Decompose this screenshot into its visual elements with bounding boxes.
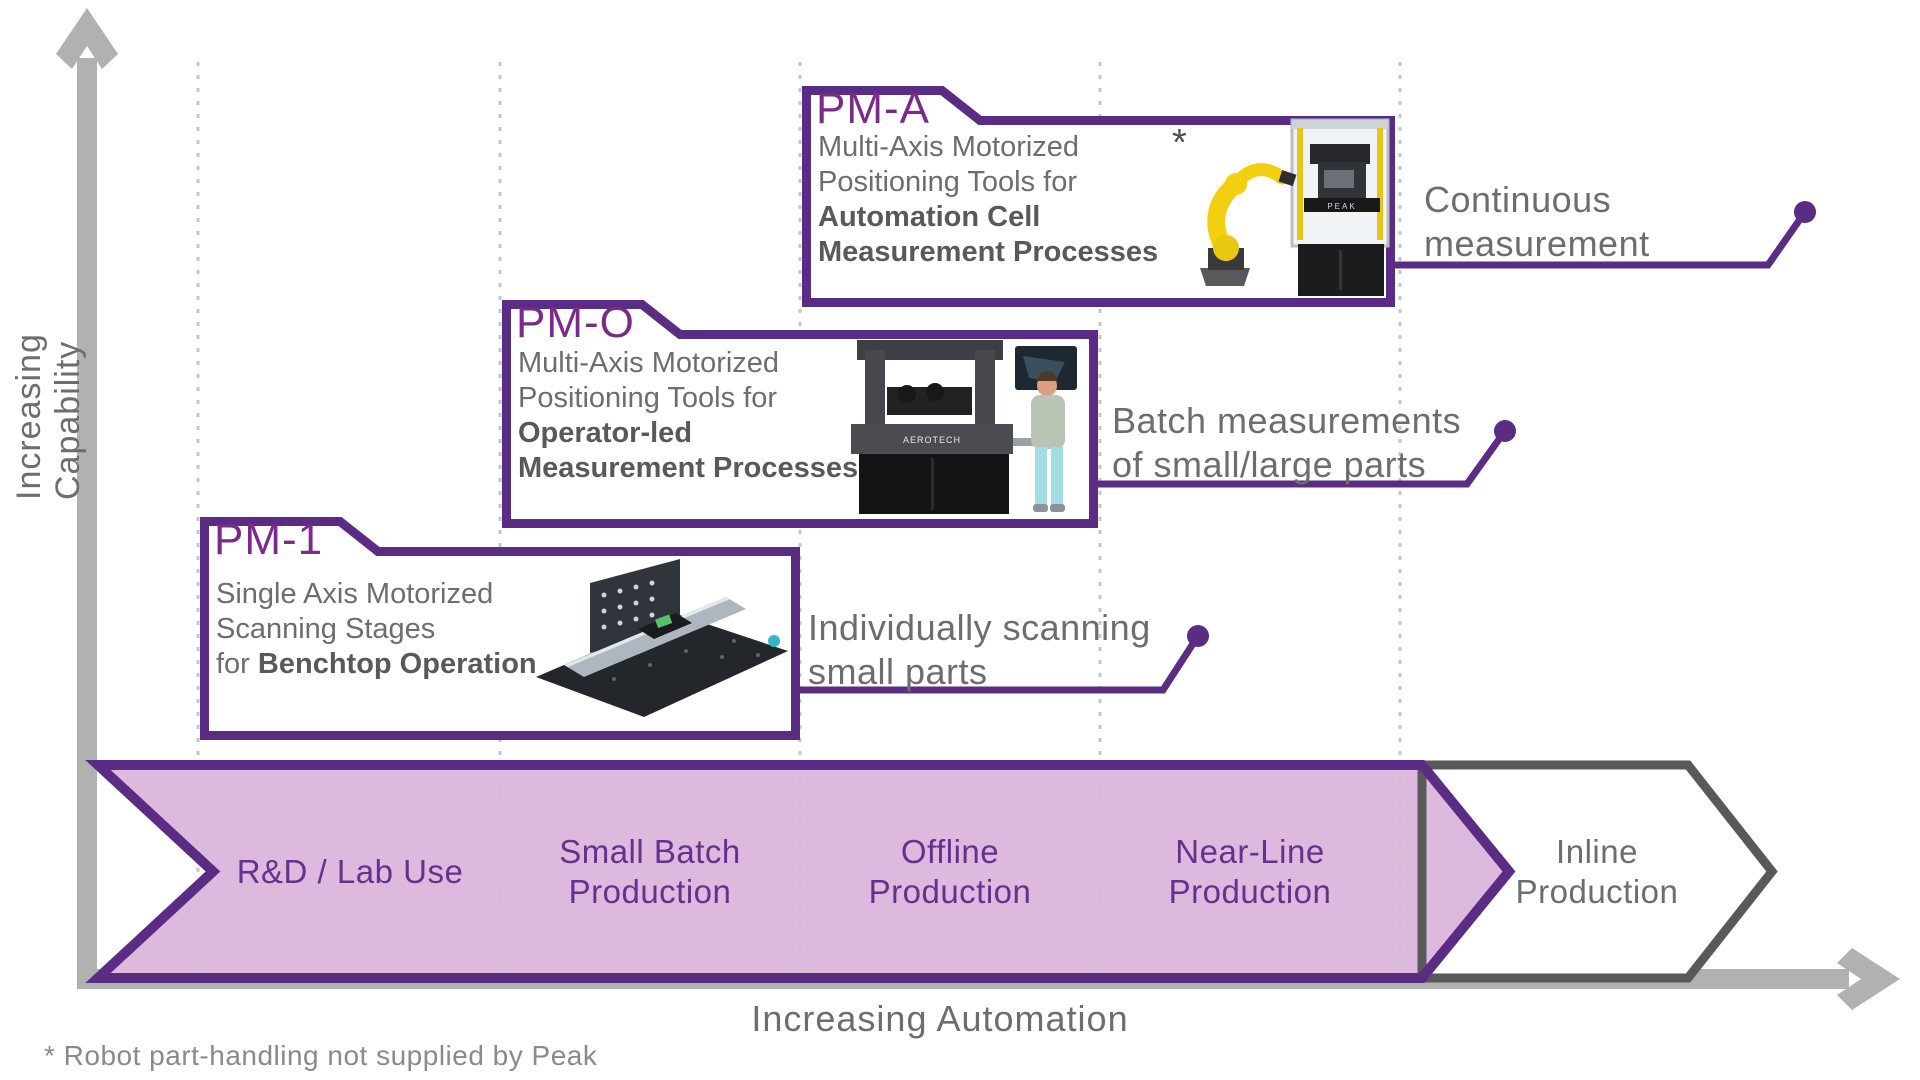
pm-1-tab-label: PM-1 xyxy=(214,515,324,564)
pm-1-desc-line: for Benchtop Operation xyxy=(216,648,537,680)
product-box-pm-a: PM-A Multi-Axis Motorized Positioning To… xyxy=(802,84,1395,307)
pm-a-desc-line: Automation Cell xyxy=(818,201,1041,233)
x-axis-label: Increasing Automation xyxy=(751,998,1129,1039)
callout-connectors xyxy=(800,209,1808,694)
pm-1-description: Single Axis Motorized Scanning Stages fo… xyxy=(216,577,537,682)
stage-label-rd-lab-use: R&D / Lab Use xyxy=(236,853,464,890)
single-axis-stage-photo xyxy=(536,559,788,717)
product-box-pm-o: PM-O Multi-Axis Motorized Positioning To… xyxy=(502,298,1098,528)
product-box-pm-1: PM-1 Single Axis Motorized Scanning Stag… xyxy=(200,515,800,740)
pm-o-callout: Batch measurements of small/large parts xyxy=(1112,400,1462,485)
automation-cell-photo: PEAK xyxy=(1200,118,1390,296)
svg-text:PEAK: PEAK xyxy=(1327,202,1356,211)
pm-a-desc-line: Measurement Processes xyxy=(818,236,1159,268)
purple-band-fill xyxy=(98,765,1509,978)
y-axis-label: Increasing Capability xyxy=(10,333,87,500)
pm-1-desc-line: Scanning Stages xyxy=(216,613,436,645)
inline-production-band-border xyxy=(1417,760,1778,983)
pm-a-tab-label: PM-A xyxy=(816,84,930,133)
pm-o-tab-label: PM-O xyxy=(516,298,635,347)
pm-1-desc-line: Single Axis Motorized xyxy=(216,578,494,610)
pm-a-desc-line: Multi-Axis Motorized xyxy=(818,131,1080,163)
pm-a-description: Multi-Axis Motorized Positioning Tools f… xyxy=(818,130,1158,270)
pm-o-desc-line: Operator-led xyxy=(518,417,693,449)
y-axis-arrow xyxy=(56,8,118,989)
purple-band-border xyxy=(85,760,1516,983)
robot-asterisk: * xyxy=(1172,122,1187,164)
pm-o-desc-line: Measurement Processes xyxy=(518,452,859,484)
pmo-connector-line xyxy=(1096,428,1508,488)
pm-1-callout: Individually scanning small parts xyxy=(808,607,1151,692)
pm1-connector-line xyxy=(800,634,1201,694)
pma-connector-line xyxy=(1393,209,1808,269)
pm-a-desc-line: Positioning Tools for xyxy=(818,166,1078,198)
pm-o-desc-line: Multi-Axis Motorized xyxy=(518,347,780,379)
callout-endpoint-dots xyxy=(1187,201,1816,647)
pm-a-box-outline xyxy=(802,86,1395,307)
operator-machine-photo: AEROTECH xyxy=(851,340,1077,514)
pm-o-description: Multi-Axis Motorized Positioning Tools f… xyxy=(518,346,858,486)
pm-a-callout: Continuous measurement xyxy=(1424,179,1650,264)
footnote: * Robot part-handling not supplied by Pe… xyxy=(44,1040,598,1071)
inline-production-band-fill xyxy=(1422,765,1772,978)
svg-text:AEROTECH: AEROTECH xyxy=(903,435,961,445)
pm-o-desc-line: Positioning Tools for xyxy=(518,382,778,414)
roadmap-band xyxy=(98,765,1772,978)
